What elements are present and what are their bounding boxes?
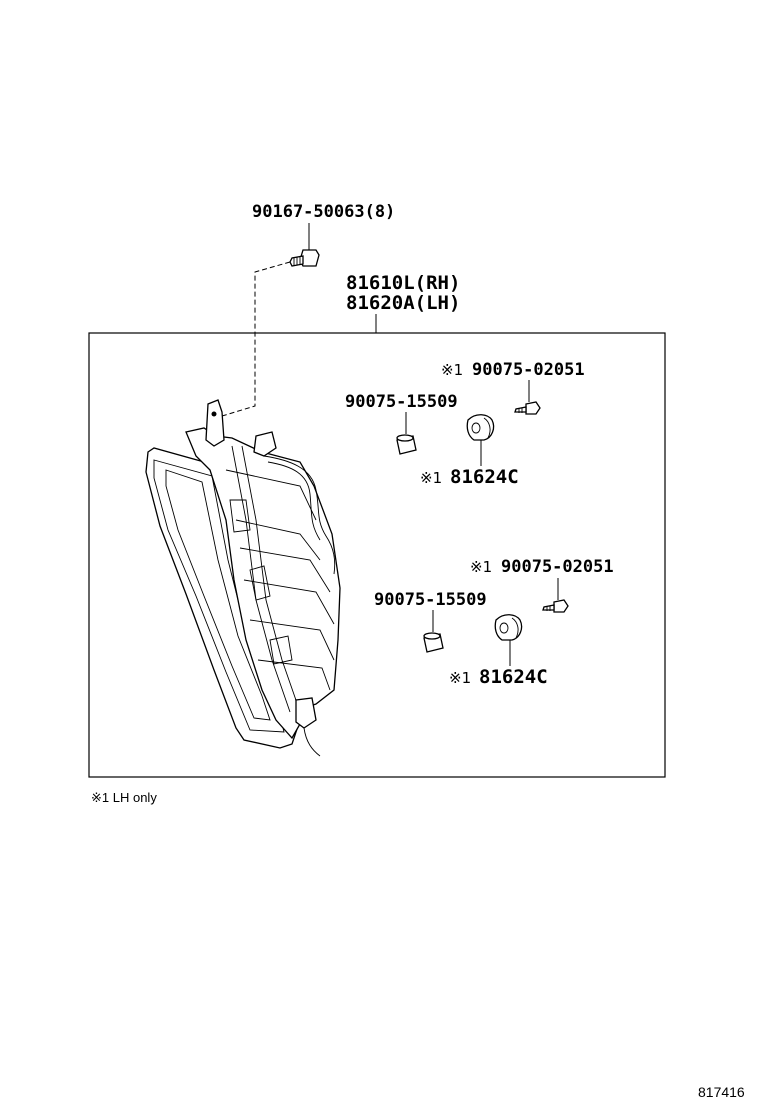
diagram-ref: 817416 — [698, 1084, 745, 1100]
label-screw-upper[interactable]: 90075-02051 — [472, 360, 585, 380]
label-lamp-lh[interactable]: 81620A(LH) — [346, 292, 460, 314]
label-lamp-rh[interactable]: 81610L(RH) — [346, 272, 460, 294]
clip-lower-icon — [494, 614, 523, 641]
lamp-assembly-icon — [145, 399, 341, 757]
marker-clip-lower: ※1 — [449, 669, 471, 687]
label-clip-lower[interactable]: 81624C — [479, 666, 548, 688]
label-bolt-top[interactable]: 90167-50063(8) — [252, 202, 395, 222]
label-clip-upper[interactable]: 81624C — [450, 466, 519, 488]
bolt-top-icon — [289, 249, 320, 267]
footnote: ※1 LH only — [91, 790, 157, 805]
screw-lower-icon — [542, 599, 569, 613]
screw-upper-icon — [514, 401, 541, 415]
marker-clip-upper: ※1 — [420, 469, 442, 487]
clip-upper-icon — [466, 414, 495, 441]
mount-dashed-line — [221, 261, 291, 417]
marker-screw-lower: ※1 — [470, 558, 492, 576]
marker-screw-upper: ※1 — [441, 361, 463, 379]
label-spacer-upper[interactable]: 90075-15509 — [345, 392, 458, 412]
spacer-upper-icon — [396, 434, 417, 455]
spacer-lower-icon — [423, 632, 444, 653]
label-spacer-lower[interactable]: 90075-15509 — [374, 590, 487, 610]
label-screw-lower[interactable]: 90075-02051 — [501, 557, 614, 577]
assembly-frame — [88, 332, 666, 778]
